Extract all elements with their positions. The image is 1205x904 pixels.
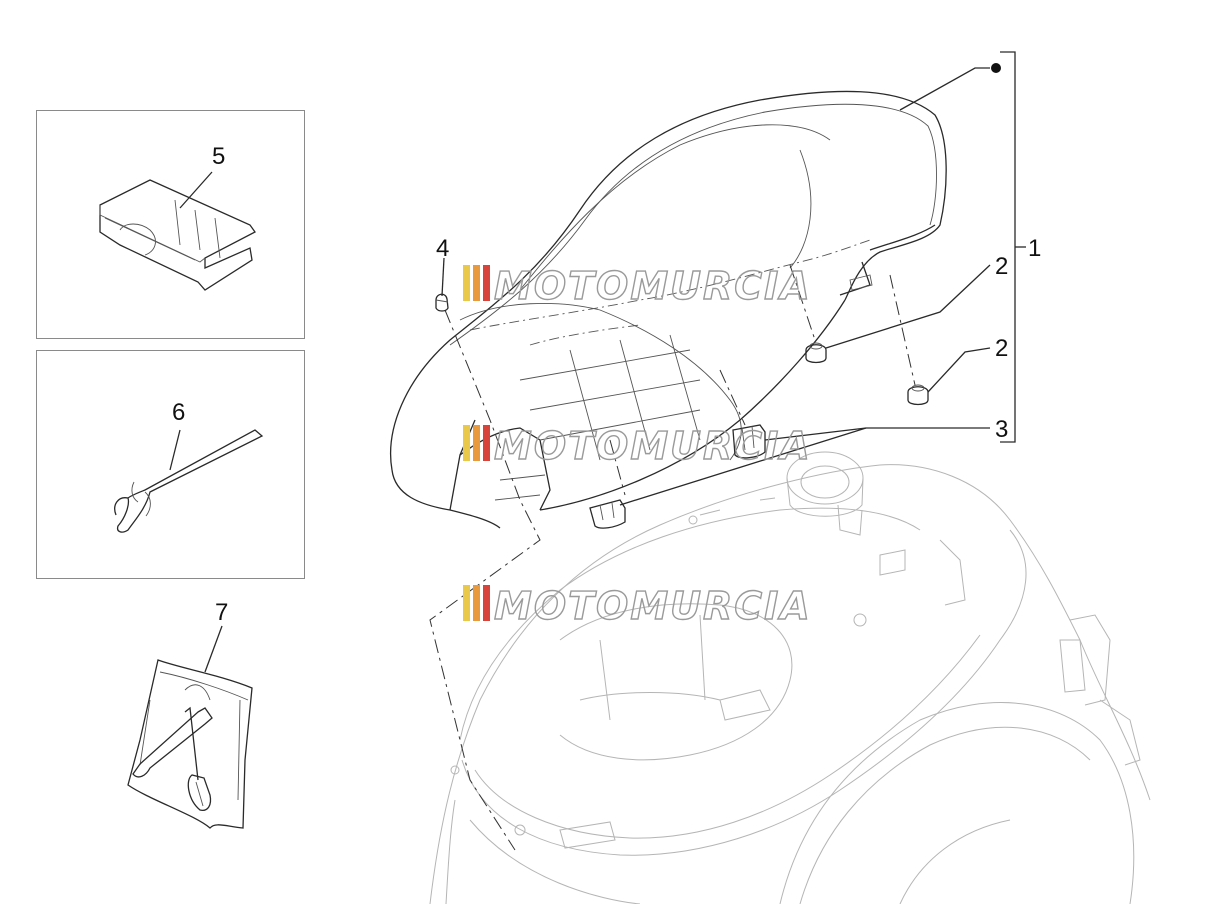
watermark-stripe	[473, 585, 480, 621]
scooter-body-frame	[429, 451, 1151, 904]
watermark-text: MOTOMURCIA	[494, 424, 812, 468]
callout-3: 3	[995, 416, 1008, 443]
callout-6: 6	[172, 399, 185, 426]
clip-icon	[99, 179, 256, 291]
leader-lines	[169, 51, 1026, 673]
callout-1: 1	[1028, 235, 1041, 262]
watermark-stripe	[463, 265, 470, 301]
seat-pad-icon	[589, 424, 766, 529]
inset-box-spanner	[36, 350, 305, 579]
callout-5: 5	[212, 143, 225, 170]
watermark-stripe	[463, 585, 470, 621]
watermark-text: MOTOMURCIA	[494, 584, 812, 628]
watermark-text: MOTOMURCIA	[494, 264, 812, 308]
watermark-stripe	[473, 265, 480, 301]
reference-dot-icon	[991, 63, 1001, 73]
callout-2a: 2	[995, 253, 1008, 280]
watermark-stripe	[483, 425, 490, 461]
watermark-stripe	[463, 425, 470, 461]
callout-7: 7	[215, 599, 228, 626]
watermark-stripe	[483, 585, 490, 621]
rubber-buffer-icon	[805, 342, 929, 406]
watermark-top: MOTOMURCIA	[463, 263, 812, 309]
assembly-lines	[429, 264, 916, 851]
watermark-stripe	[483, 265, 490, 301]
callout-2b: 2	[995, 335, 1008, 362]
saddle-icon	[390, 90, 947, 529]
watermark-middle: MOTOMURCIA	[463, 423, 812, 469]
watermark-bottom: MOTOMURCIA	[463, 583, 812, 629]
watermark-stripe	[473, 425, 480, 461]
callout-4: 4	[436, 235, 449, 262]
tool-kit-icon	[127, 659, 253, 829]
inset-box-clip	[36, 110, 305, 339]
spanner-icon	[114, 429, 264, 533]
callout-labels: 1 2 2 3 4 5 6 7	[172, 143, 1041, 626]
pin-icon	[435, 293, 449, 312]
